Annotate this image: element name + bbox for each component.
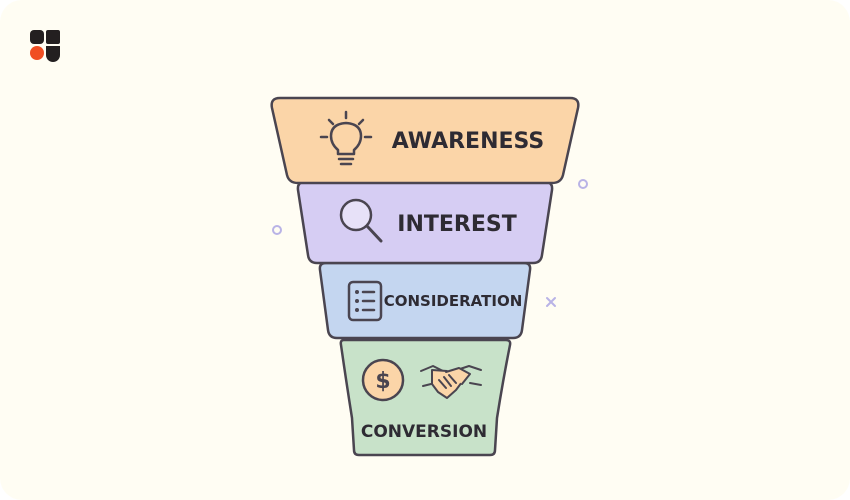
stage-awareness-shape	[270, 96, 580, 185]
stage-interest: INTEREST	[296, 180, 554, 265]
lightbulb-icon	[319, 110, 373, 166]
stage-consideration: CONSIDERATION	[318, 261, 532, 340]
magnifier-icon	[339, 198, 383, 243]
brand-logo-icon	[30, 30, 60, 62]
stage-conversion: $ CONVERSION	[339, 338, 512, 457]
ring-decoration	[578, 179, 588, 189]
svg-text:$: $	[375, 369, 390, 394]
stage-consideration-label: CONSIDERATION	[384, 292, 523, 310]
ring-decoration	[272, 225, 282, 235]
checklist-icon	[347, 280, 383, 322]
stage-awareness: AWARENESS	[270, 96, 580, 185]
stage-awareness-label: AWARENESS	[392, 129, 544, 154]
dollar-coin-icon: $	[361, 358, 405, 402]
stage-conversion-label: CONVERSION	[361, 422, 487, 442]
stage-interest-label: INTEREST	[397, 212, 516, 237]
cross-decoration	[546, 297, 556, 307]
handshake-icon	[420, 365, 482, 399]
